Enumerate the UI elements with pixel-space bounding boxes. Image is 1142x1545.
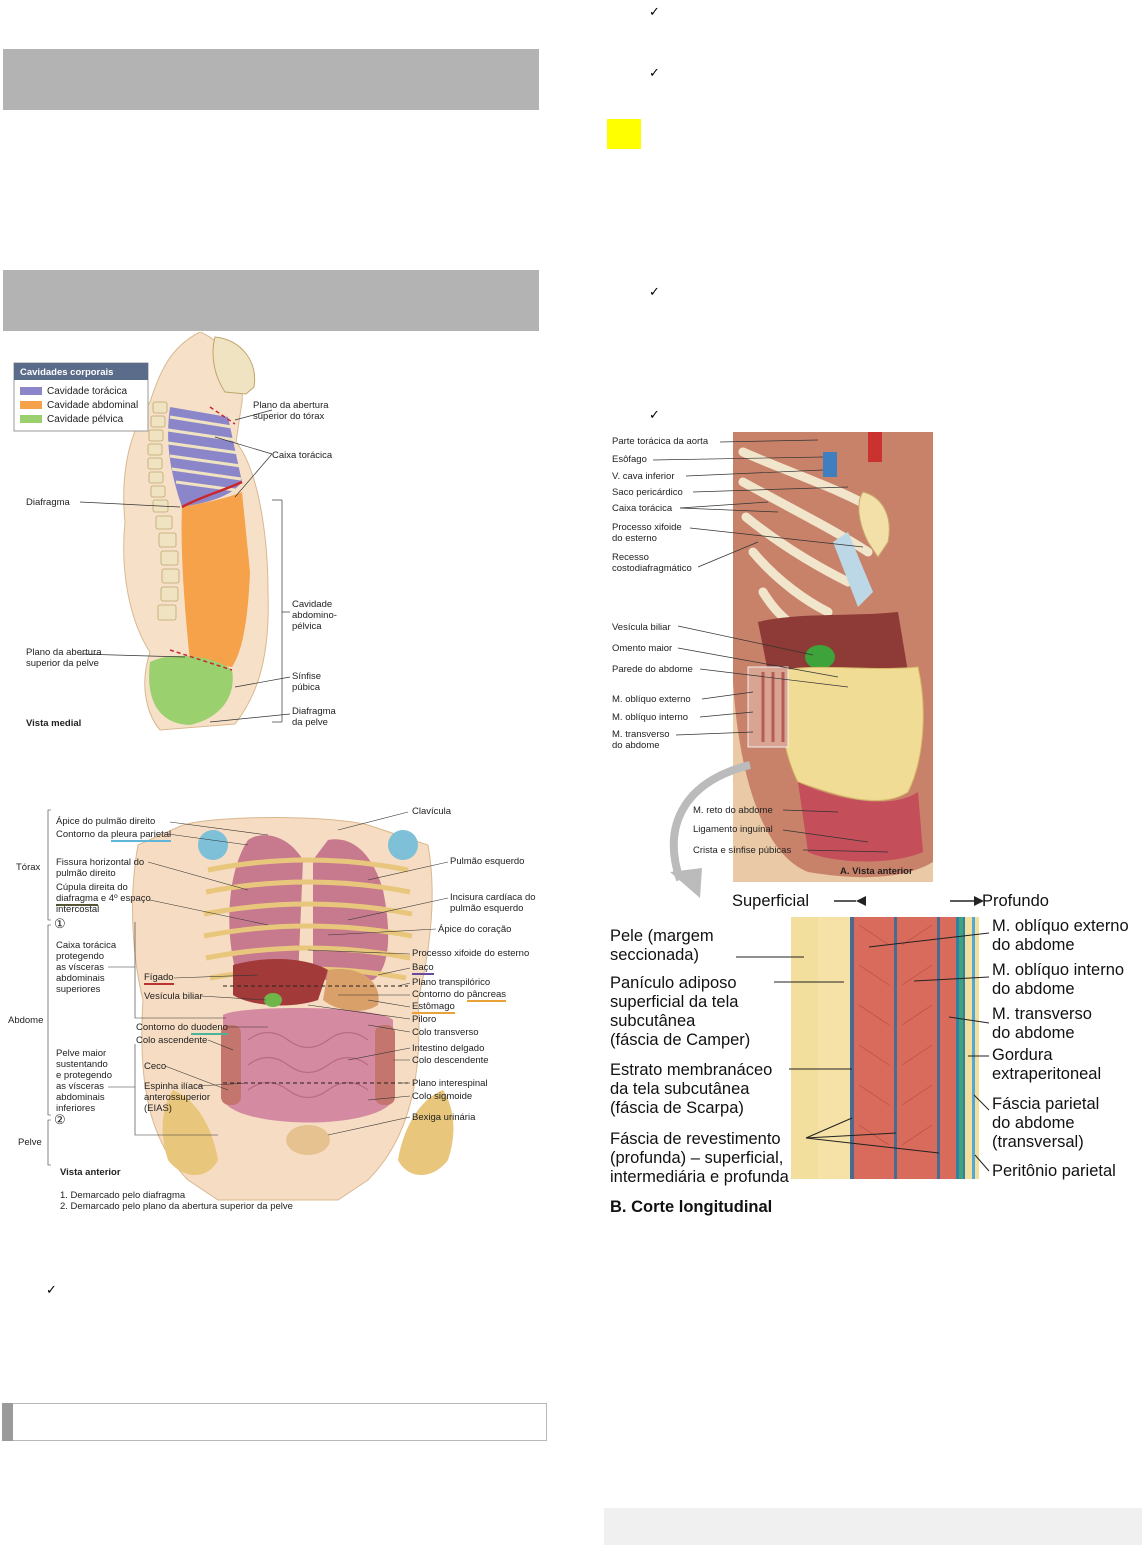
label-contorno-duodeno: Contorno do duodeno xyxy=(136,1022,228,1035)
label-obliquo-externo-b: M. oblíquo externo do abdome xyxy=(992,917,1129,954)
label-vista-anterior: Vista anterior xyxy=(60,1167,121,1178)
label-peritonio: Peritônio parietal xyxy=(992,1162,1116,1180)
label-caixa-toracica: Caixa torácica xyxy=(272,450,333,461)
label-parede-abdome: Parede do abdome xyxy=(612,664,693,675)
label-cupula: Cúpula direita do diafragma e 4º espaço … xyxy=(56,882,151,915)
label-fissura: Fissura horizontal do pulmão direito xyxy=(56,857,145,879)
label-sigmoide: Colo sigmoide xyxy=(412,1091,473,1102)
label-sinfise: Sínfise púbica xyxy=(292,671,322,693)
label-torax: Tórax xyxy=(16,862,41,873)
legend-item-toracica: Cavidade torácica xyxy=(47,386,128,397)
label-cavidade-abdominopelvica: Cavidade abdomino- pélvica xyxy=(292,599,337,632)
footer-bar xyxy=(604,1508,1142,1545)
label-transverso-b: M. transverso do abdome xyxy=(992,1005,1092,1042)
label-clavicula: Clavícula xyxy=(412,806,452,817)
label-num2: ② xyxy=(54,1112,66,1127)
label-obliquo-interno: M. oblíquo interno xyxy=(612,712,689,723)
label-colo-transverso: Colo transverso xyxy=(412,1027,479,1038)
label-abdome: Abdome xyxy=(8,1015,44,1026)
longitudinal-section-figure: Superficial Profundo Pele (margem seccio… xyxy=(604,885,1142,1220)
label-pelve-maior: Pelve maior sustentando e protegendo as … xyxy=(56,1048,112,1114)
caption-vista-anterior: A. Vista anterior xyxy=(840,866,913,877)
label-diafragma: Diafragma xyxy=(26,497,70,508)
label-caixa-protegendo: Caixa torácica protegendo as vísceras ab… xyxy=(56,940,117,995)
checkmark-left-1: ✓ xyxy=(46,1283,57,1298)
anterior-trunk-figure: Ápice do pulmão direito Contorno da pleu… xyxy=(8,800,538,1212)
legend-title: Cavidades corporais xyxy=(20,367,114,378)
label-contorno-pancreas: Contorno do pâncreas xyxy=(412,989,507,1002)
label-crista-sinfise: Crista e sínfise púbicas xyxy=(693,845,792,856)
label-ligamento-inguinal: Ligamento inguinal xyxy=(693,824,773,835)
label-fascia-revestimento: Fáscia de revestimento (profunda) – supe… xyxy=(610,1130,789,1186)
label-vesicula-biliar: Vesícula biliar xyxy=(612,622,671,633)
label-vista-medial: Vista medial xyxy=(26,718,82,729)
label-estrato-membranaceo: Estrato membranáceo da tela subcutânea (… xyxy=(610,1061,773,1117)
checkmark-right-3: ✓ xyxy=(649,285,660,300)
footnote-1: 1. Demarcado pelo diafragma xyxy=(60,1190,186,1201)
label-transpilorico: Plano transpilórico xyxy=(412,977,491,988)
checkmark-right-1: ✓ xyxy=(649,5,660,20)
label-colo-ascendente: Colo ascendente xyxy=(136,1035,208,1046)
label-gordura: Gordura extraperitoneal xyxy=(992,1046,1102,1083)
label-pele: Pele (margem seccionada) xyxy=(610,927,714,964)
label-caixa-toracica-2: Caixa torácica xyxy=(612,503,673,514)
abdominal-wall-illustration xyxy=(652,432,933,882)
label-apice-pulmao: Ápice do pulmão direito xyxy=(56,816,156,827)
label-saco-pericardico: Saco pericárdico xyxy=(612,487,683,498)
legend-item-abdominal: Cavidade abdominal xyxy=(47,400,139,411)
label-piloro: Piloro xyxy=(412,1014,437,1025)
connector-arrow xyxy=(669,761,751,898)
label-colo-descendente: Colo descendente xyxy=(412,1055,489,1066)
label-baco: Baço xyxy=(412,962,434,975)
body-cavities-figure: Cavidades corporais Cavidade torácica Ca… xyxy=(10,332,355,732)
section-header-bar-1 xyxy=(3,49,539,110)
label-v-cava: V. cava inferior xyxy=(612,471,675,482)
label-recesso: Recesso costodiafragmático xyxy=(612,552,692,574)
label-profundo: Profundo xyxy=(982,892,1049,910)
label-pulmao-esquerdo: Pulmão esquerdo xyxy=(450,856,525,867)
label-omento-maior: Omento maior xyxy=(612,643,673,654)
label-reto-abdome: M. reto do abdome xyxy=(693,805,773,816)
checkmark-right-2: ✓ xyxy=(649,66,660,81)
section-header-box xyxy=(2,1403,547,1441)
label-intestino-delgado: Intestino delgado xyxy=(412,1043,485,1054)
label-xifoide: Processo xifoide do esterno xyxy=(412,948,530,959)
label-apice-coracao: Ápice do coração xyxy=(438,924,512,935)
abdominal-wall-anterior-figure: Parte torácica da aorta Esôfago V. cava … xyxy=(608,432,933,882)
label-contorno-pleura: Contorno da pleura parietal xyxy=(56,829,172,842)
label-processo-xifoide: Processo xifoide do esterno xyxy=(612,522,682,544)
caption-corte-longitudinal: B. Corte longitudinal xyxy=(610,1198,773,1216)
label-espinha: Espinha ilíaca anterossuperior (EIAS) xyxy=(144,1081,211,1114)
legend-item-pelvica: Cavidade pélvica xyxy=(47,414,124,425)
label-obliquo-interno-b: M. oblíquo interno do abdome xyxy=(992,961,1125,998)
label-plano-pelve: Plano da abertura superior da pelve xyxy=(26,647,102,669)
label-vesicula: Vesícula biliar xyxy=(144,991,203,1002)
label-obliquo-externo: M. oblíquo externo xyxy=(612,694,691,705)
checkmark-right-4: ✓ xyxy=(649,408,660,423)
label-figado: Fígado xyxy=(144,972,174,985)
label-num1: ① xyxy=(54,916,66,931)
section-header-bar-2 xyxy=(3,270,539,331)
highlight-marker xyxy=(607,119,641,149)
body-cavities-illustration xyxy=(13,332,291,731)
label-esofago: Esôfago xyxy=(612,454,647,465)
label-interespinal: Plano interespinal xyxy=(412,1078,488,1089)
label-plano-torax: Plano da abertura superior do tórax xyxy=(253,400,329,422)
longitudinal-section-illustration xyxy=(736,896,990,1179)
anterior-trunk-illustration xyxy=(47,809,454,1201)
label-estomago: Estômago xyxy=(412,1001,455,1014)
label-aorta: Parte torácica da aorta xyxy=(612,436,709,447)
label-pelve: Pelve xyxy=(18,1137,42,1148)
footnote-2: 2. Demarcado pelo plano da abertura supe… xyxy=(60,1201,293,1212)
label-ceco: Ceco xyxy=(144,1061,167,1072)
label-fascia-parietal: Fáscia parietal do abdome (transversal) xyxy=(992,1095,1100,1151)
label-paniculo: Panículo adiposo superficial da tela sub… xyxy=(610,974,751,1049)
label-diafragma-pelve: Diafragma da pelve xyxy=(292,706,336,728)
label-superficial: Superficial xyxy=(732,892,810,910)
label-transverso: M. transverso do abdome xyxy=(612,729,670,751)
label-incisura: Incisura cardíaca do pulmão esquerdo xyxy=(450,892,536,914)
label-bexiga: Bexiga urinária xyxy=(412,1112,476,1123)
section-header-box-accent xyxy=(2,1403,13,1441)
